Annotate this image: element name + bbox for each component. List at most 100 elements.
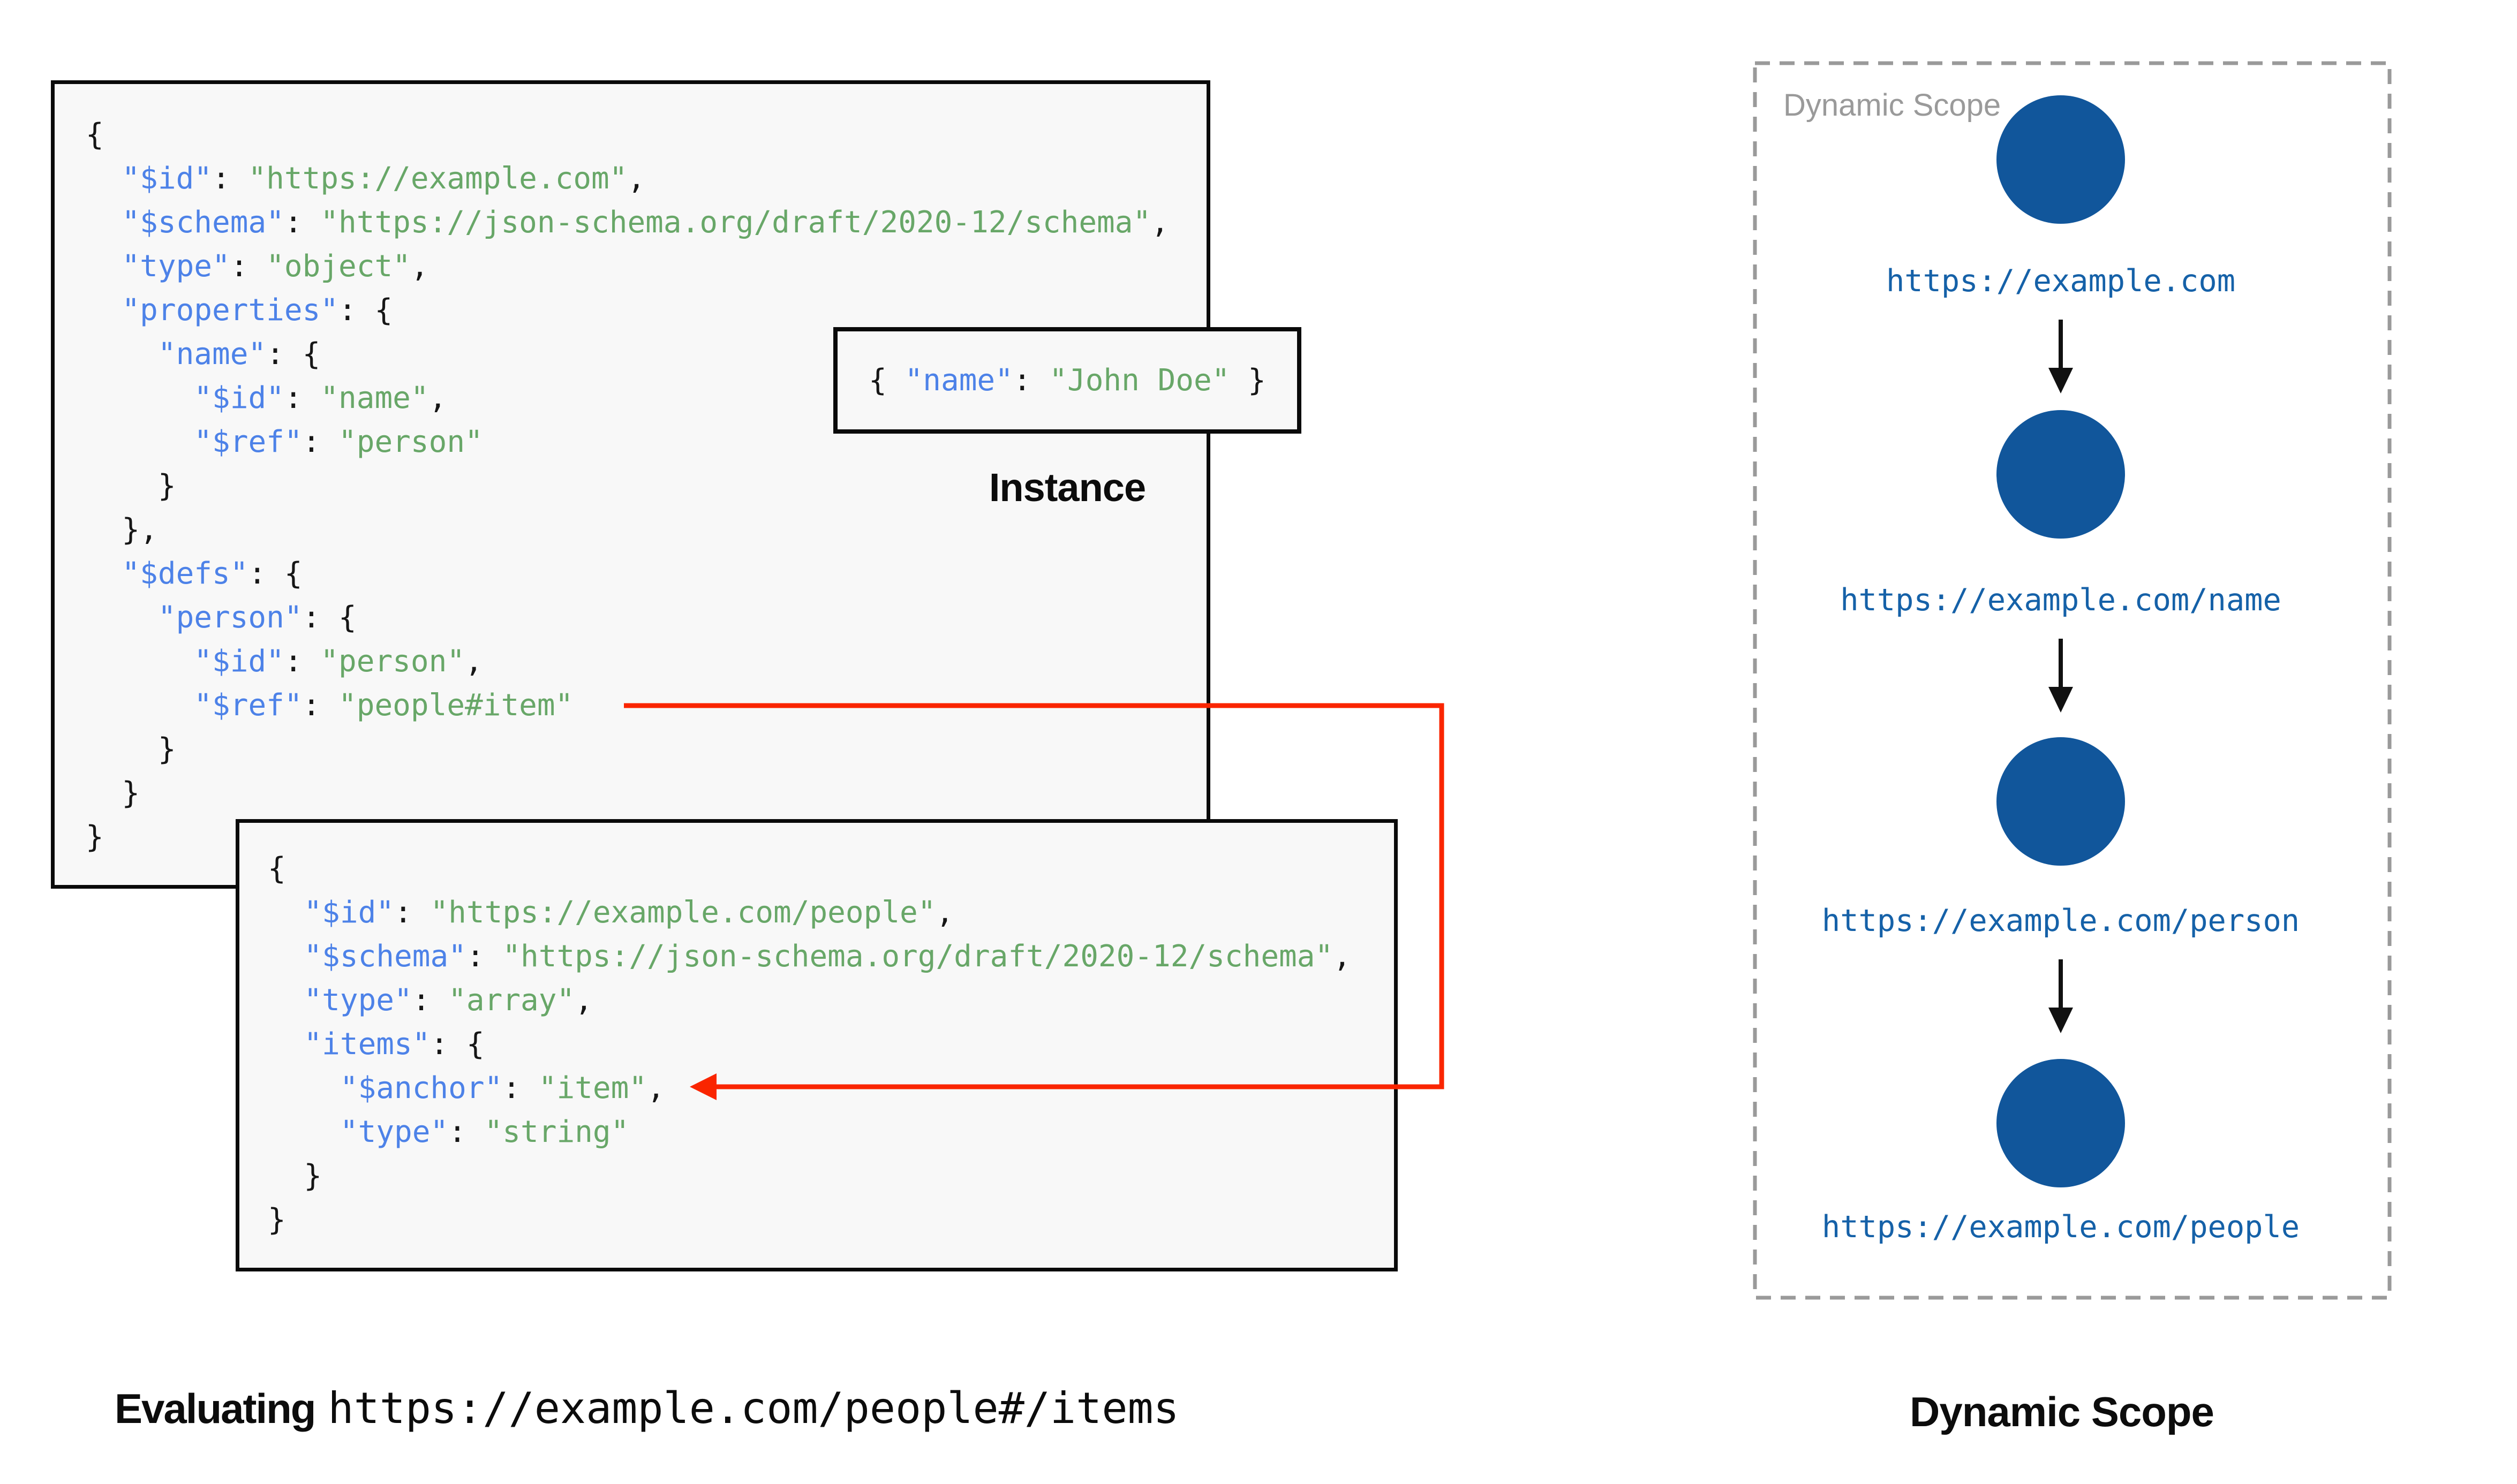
code-token: "type" bbox=[340, 1115, 449, 1149]
code-token: "properties" bbox=[122, 293, 339, 328]
code-token: "$schema" bbox=[122, 205, 284, 240]
code-token: { bbox=[268, 851, 286, 886]
code-token: : bbox=[302, 425, 339, 459]
code-token: "https://example.com" bbox=[248, 161, 628, 196]
code-token: , bbox=[575, 983, 593, 1018]
schema-box-people: { "$id": "https://example.com/people", "… bbox=[236, 819, 1398, 1271]
arrow-shaft bbox=[2059, 959, 2063, 1008]
code-token: : bbox=[502, 1071, 539, 1106]
code-token: { bbox=[869, 362, 905, 398]
code-token bbox=[86, 337, 158, 372]
code-token: } bbox=[1230, 362, 1266, 398]
arrow-head bbox=[2048, 368, 2073, 393]
code-token: : { bbox=[266, 337, 321, 372]
scope-node-url: https://example.com/person bbox=[1821, 903, 2300, 938]
code-token: : { bbox=[302, 600, 357, 635]
code-token bbox=[86, 293, 122, 328]
instance-code: { "name": "John Doe" } bbox=[869, 359, 1266, 403]
code-line: } bbox=[86, 464, 1169, 508]
dynamic-scope-title: Dynamic Scope bbox=[1910, 1388, 2214, 1435]
code-token: { bbox=[86, 117, 104, 152]
scope-node-url: https://example.com/people bbox=[1821, 1209, 2300, 1245]
code-line: }, bbox=[86, 508, 1169, 552]
code-token: : bbox=[284, 381, 321, 415]
code-token: "$id" bbox=[194, 381, 284, 415]
code-token: "array" bbox=[448, 983, 575, 1018]
code-line: "type": "array", bbox=[268, 979, 1351, 1023]
schema-people-code: { "$id": "https://example.com/people", "… bbox=[268, 847, 1351, 1242]
code-token: } bbox=[86, 820, 104, 854]
code-line: "items": { bbox=[268, 1023, 1351, 1066]
code-line: "$anchor": "item", bbox=[268, 1066, 1351, 1110]
code-token: }, bbox=[86, 512, 158, 547]
code-token: : bbox=[230, 249, 267, 284]
code-token: "https://json-schema.org/draft/2020-12/s… bbox=[320, 205, 1151, 240]
code-token bbox=[86, 205, 122, 240]
code-line: } bbox=[268, 1154, 1351, 1198]
code-token: , bbox=[1151, 205, 1169, 240]
code-token: "$ref" bbox=[194, 688, 303, 723]
code-line: "properties": { bbox=[86, 289, 1169, 332]
code-token: "$id" bbox=[304, 895, 395, 930]
code-line: } bbox=[86, 815, 1169, 859]
code-token: , bbox=[936, 895, 954, 930]
code-token: "person" bbox=[157, 600, 303, 635]
code-line: "name": { bbox=[86, 332, 1169, 376]
code-token: , bbox=[647, 1071, 665, 1106]
code-token: , bbox=[1333, 939, 1351, 974]
code-token bbox=[86, 249, 122, 284]
arrow-head bbox=[2048, 687, 2073, 713]
arrow-shaft bbox=[2059, 320, 2063, 368]
code-line: "$id": "name", bbox=[86, 376, 1169, 420]
code-token: "items" bbox=[304, 1027, 431, 1062]
code-token bbox=[86, 556, 122, 591]
code-token: "$id" bbox=[122, 161, 213, 196]
code-token: "people#item" bbox=[338, 688, 574, 723]
code-token: "$id" bbox=[194, 644, 284, 679]
code-line: "type": "object", bbox=[86, 245, 1169, 289]
code-line: { bbox=[86, 113, 1169, 157]
scope-node-url: https://example.com bbox=[1886, 263, 2236, 299]
code-token: , bbox=[410, 249, 429, 284]
code-token: "name" bbox=[905, 362, 1013, 398]
code-token bbox=[268, 1027, 304, 1062]
code-token: } bbox=[86, 732, 176, 767]
code-token bbox=[86, 688, 194, 723]
code-token bbox=[86, 381, 194, 415]
code-token: "$defs" bbox=[122, 556, 248, 591]
code-token: "object" bbox=[266, 249, 411, 284]
code-token: "name" bbox=[320, 381, 429, 415]
scope-node-circle bbox=[1996, 410, 2125, 539]
code-token: } bbox=[268, 1159, 322, 1193]
code-token: "item" bbox=[538, 1071, 647, 1106]
code-line: "$schema": "https://json-schema.org/draf… bbox=[86, 201, 1169, 245]
code-token: : bbox=[284, 205, 321, 240]
code-token bbox=[268, 1115, 340, 1149]
code-line: } bbox=[86, 771, 1169, 815]
code-line: "person": { bbox=[86, 596, 1169, 640]
code-token bbox=[86, 425, 194, 459]
evaluating-label: Evaluating https://example.com/people#/i… bbox=[115, 1383, 1179, 1433]
code-line: "$id": "https://example.com/people", bbox=[268, 891, 1351, 935]
scope-node-circle bbox=[1996, 95, 2125, 224]
code-line: "$ref": "person" bbox=[86, 420, 1169, 464]
evaluating-label-uri: https://example.com/people#/items bbox=[328, 1383, 1179, 1433]
code-token: } bbox=[86, 776, 140, 811]
code-line: "$defs": { bbox=[86, 552, 1169, 596]
code-token: : bbox=[212, 161, 248, 196]
code-line: "type": "string" bbox=[268, 1110, 1351, 1154]
code-token: "name" bbox=[157, 337, 267, 372]
code-token bbox=[86, 161, 122, 196]
arrow-shaft bbox=[2059, 639, 2063, 687]
scope-node-url: https://example.com/name bbox=[1840, 582, 2281, 618]
code-token bbox=[268, 983, 304, 1018]
instance-label: Instance bbox=[989, 465, 1146, 510]
code-token: "John Doe" bbox=[1049, 362, 1230, 398]
code-line: "$id": "https://example.com", bbox=[86, 157, 1169, 201]
code-token bbox=[86, 644, 194, 679]
code-token: : bbox=[302, 688, 339, 723]
code-line: { bbox=[268, 847, 1351, 891]
arrow-head bbox=[2048, 1008, 2073, 1033]
code-token: , bbox=[428, 381, 447, 415]
